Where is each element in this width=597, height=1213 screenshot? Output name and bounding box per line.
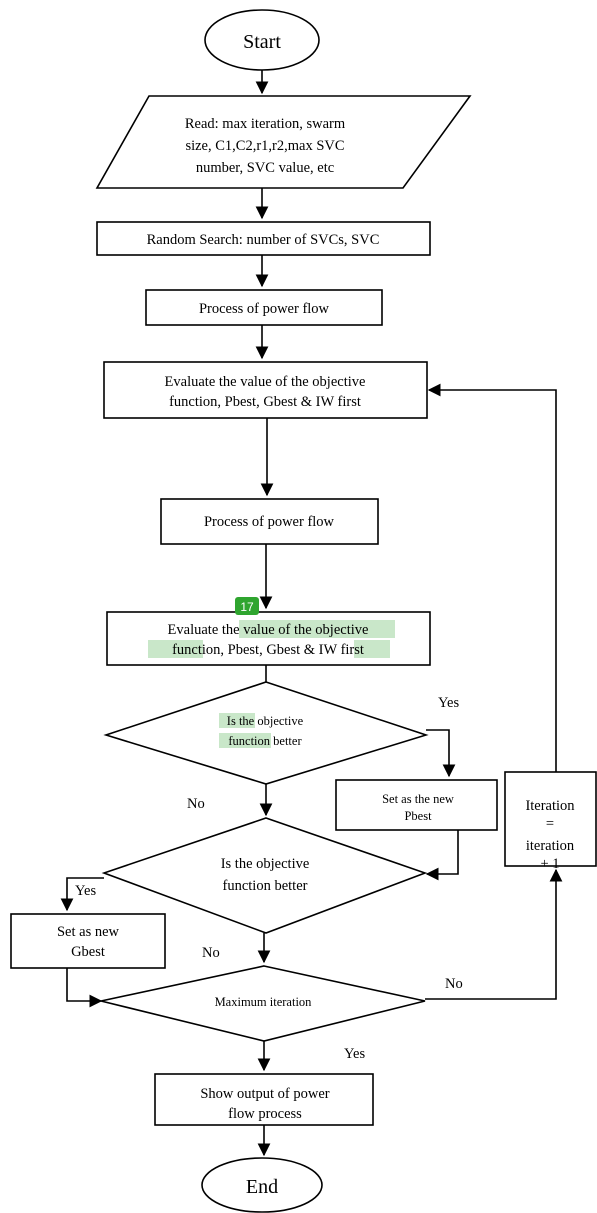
annotation-badge-label: 17 [240, 600, 254, 614]
evaluate-box-1 [103, 361, 428, 419]
arrow-yes-gbest [60, 877, 104, 912]
iteration-line-3: iteration [526, 838, 575, 854]
set-gbest-box [10, 913, 166, 969]
read-input [95, 95, 472, 189]
read-line-3: number, SVC value, etc [196, 160, 334, 176]
arrow-pbest-decision2 [425, 830, 459, 881]
iteration-line-1: Iteration [525, 798, 575, 814]
set-pbest-box [335, 779, 498, 831]
yes1-label: Yes [438, 695, 459, 711]
output-line-2: flow process [228, 1106, 302, 1122]
end-terminal [201, 1157, 323, 1213]
evaluate2-line-1: Evaluate the value of the objective [168, 622, 369, 638]
iteration-line-4: + 1 [540, 856, 559, 872]
random-search-label: Random Search: number of SVCs, SVC [147, 232, 380, 248]
read-line-2: size, C1,C2,r1,r2,max SVC [185, 138, 344, 154]
evaluate2-line-2: function, Pbest, Gbest & IW first [172, 642, 364, 658]
start-label: Start [243, 31, 281, 53]
evaluate1-line-1: Evaluate the value of the objective [165, 374, 366, 390]
process-power-flow-1 [145, 289, 383, 326]
set-pbest-line-1: Set as the new [382, 792, 454, 806]
end-label: End [246, 1176, 278, 1198]
read-line-1: Read: max iteration, swarm [185, 116, 346, 132]
decision1-line-1: Is the objective [227, 714, 304, 728]
set-gbest-line-2: Gbest [71, 944, 105, 960]
arrow-iteration-loop-back [427, 383, 557, 772]
arrow-no-iteration-box [425, 868, 563, 1000]
no1-label: No [187, 796, 205, 812]
arrow-yes-pbest [426, 729, 456, 778]
iteration-line-2: = [546, 816, 554, 832]
yes3-label: Yes [344, 1046, 365, 1062]
decision1-line-2: function better [228, 734, 302, 748]
output-line-1: Show output of power [200, 1086, 329, 1102]
highlight-function [148, 640, 203, 658]
random-search-box [96, 221, 431, 256]
highlight-function-d1 [219, 733, 271, 748]
annotation-badge [235, 597, 259, 615]
set-pbest-line-2: Pbest [404, 809, 432, 823]
no2-label: No [202, 945, 220, 961]
process-power-flow-2 [160, 498, 379, 545]
decision2-line-2: function better [223, 878, 308, 894]
process1-label: Process of power flow [199, 301, 330, 317]
decision2-line-1: Is the objective [221, 856, 310, 872]
iteration-increment-box [504, 771, 597, 867]
set-gbest-line-1: Set as new [57, 924, 120, 940]
process2-label: Process of power flow [204, 514, 335, 530]
evaluate1-line-2: function, Pbest, Gbest & IW first [169, 394, 361, 410]
decision-gbest [101, 817, 428, 934]
arrow-gbest-max-iteration [66, 968, 103, 1008]
no3-label: No [445, 976, 463, 992]
highlight-is-the [219, 713, 255, 728]
highlight-value-objective [239, 620, 395, 638]
max-iteration-label: Maximum iteration [215, 995, 313, 1009]
highlight-first [354, 640, 390, 658]
yes2-label: Yes [75, 883, 96, 899]
